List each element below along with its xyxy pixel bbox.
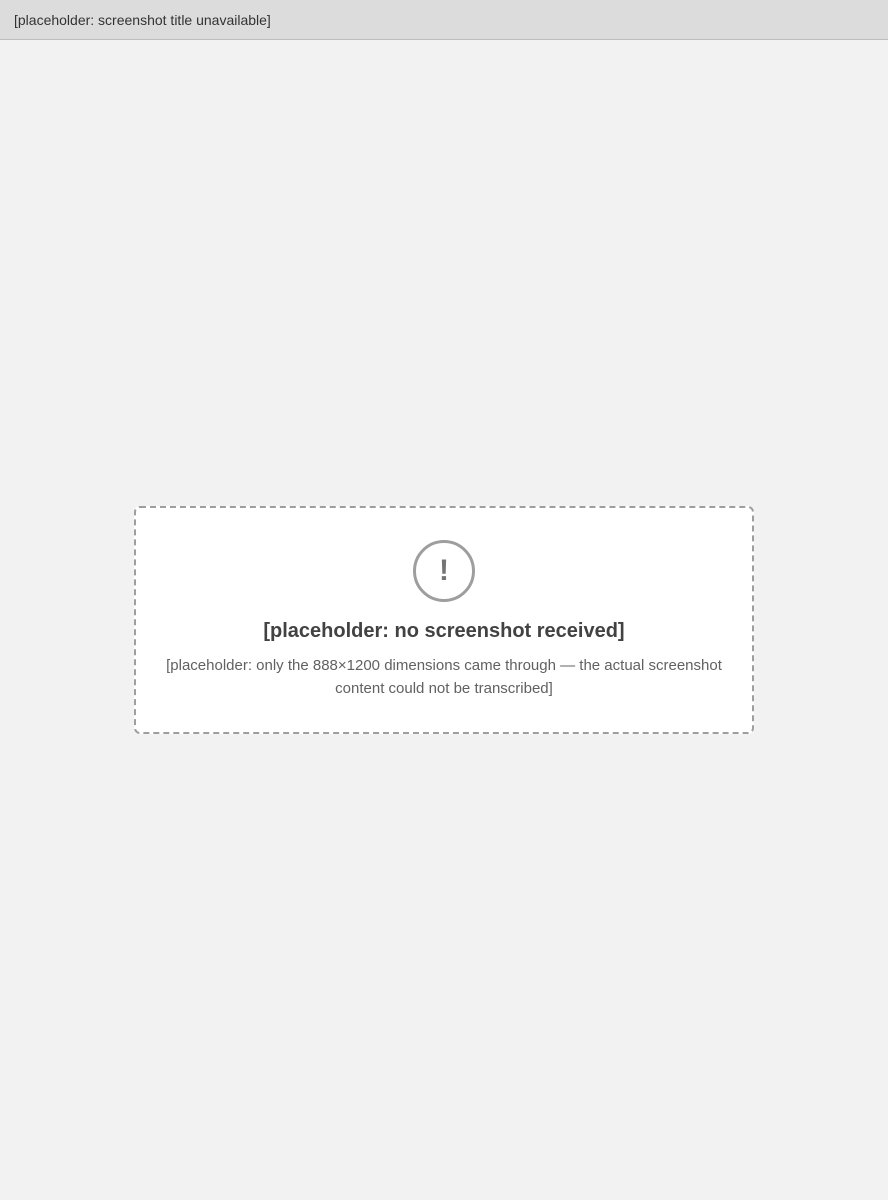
title-bar: [placeholder: screenshot title unavailab… (0, 0, 888, 40)
notice-heading: [placeholder: no screenshot received] (263, 620, 625, 642)
notice-body: [placeholder: only the 888×1200 dimensio… (166, 657, 722, 697)
placeholder-notice: ! [placeholder: no screenshot received] … (134, 506, 754, 734)
window-title: [placeholder: screenshot title unavailab… (14, 11, 271, 28)
warning-icon: ! (413, 540, 475, 602)
main-content: ! [placeholder: no screenshot received] … (0, 40, 888, 1200)
